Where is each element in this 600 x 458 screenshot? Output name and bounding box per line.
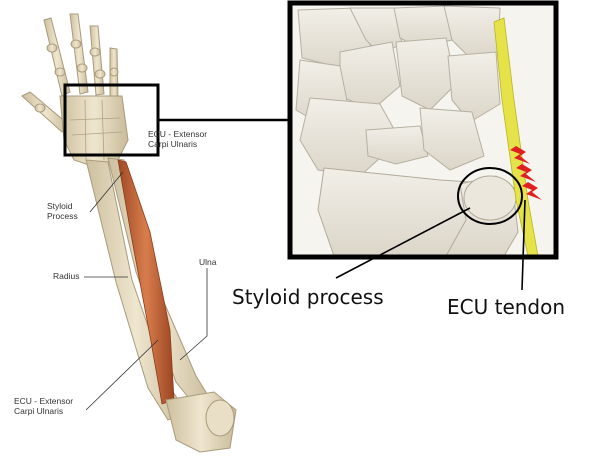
radius-label: Radius: [53, 271, 80, 281]
zoom-carpal-bones: [295, 5, 501, 177]
ecu-upper-label-line2: Carpi Ulnaris: [148, 139, 198, 149]
styloid-small-label-line2: Process: [47, 211, 78, 221]
ecu-lower-label-line1: ECU - Extensor: [14, 396, 74, 406]
ecu-lower-label: ECU - Extensor Carpi Ulnaris: [14, 396, 73, 416]
zoom-forearm-bones: [317, 167, 519, 257]
ecu-lower-label-line2: Carpi Ulnaris: [14, 406, 64, 416]
ecu-upper-label: ECU - Extensor Carpi Ulnaris: [148, 129, 207, 149]
styloid-highlight-circle: [457, 167, 523, 225]
styloid-process-callout: Styloid process: [232, 285, 384, 309]
zoom-panel: [287, 0, 559, 260]
ecu-upper-label-line1: ECU - Extensor: [148, 129, 208, 139]
ecu-tendon-callout: ECU tendon: [447, 295, 566, 319]
arm-illustration: [21, 13, 290, 453]
styloid-small-label-line1: Styloid: [47, 201, 73, 211]
label-leader-lines: [84, 171, 208, 411]
styloid-small-label: Styloid Process: [47, 201, 78, 221]
finger-bones: [21, 13, 119, 133]
ulna-label: Ulna: [199, 257, 217, 267]
pain-lightning-icon: [510, 146, 542, 200]
callout-leader-lines: [335, 199, 526, 291]
